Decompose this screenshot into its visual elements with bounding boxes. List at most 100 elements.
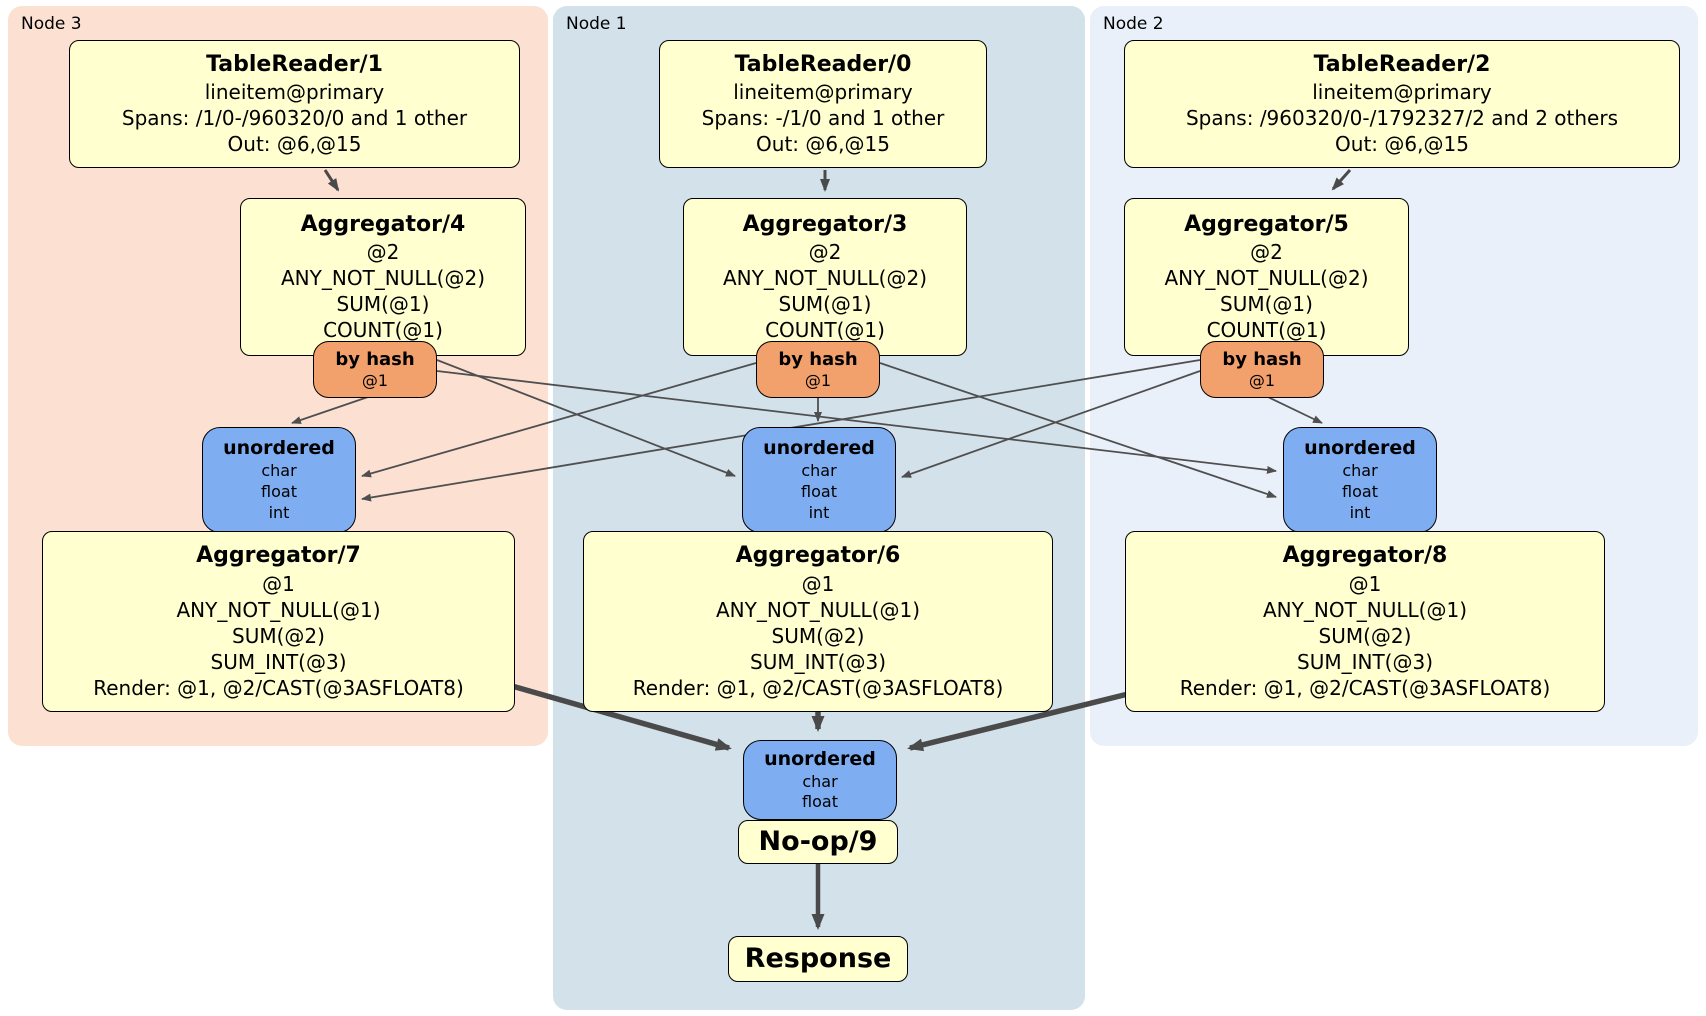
sync-col: char: [1342, 461, 1378, 481]
router-key: @1: [804, 370, 832, 390]
region-node-2-label: Node 2: [1103, 14, 1164, 34]
detail-line: Spans: -/1/0 and 1 other: [701, 106, 945, 131]
detail-line: SUM(@1): [778, 292, 872, 317]
detail-line: @1: [801, 571, 835, 596]
detail-line: lineitem@primary: [1312, 80, 1492, 105]
detail-line: Render: @1, @2/CAST(@3ASFLOAT8): [93, 675, 464, 700]
processor-title: No-op/9: [758, 825, 878, 857]
sync-title: unordered: [223, 437, 335, 460]
edge-tr2-agg5: [1331, 168, 1352, 191]
detail-line: ANY_NOT_NULL(@1): [1263, 597, 1467, 622]
processor-title: Aggregator/4: [300, 211, 466, 237]
sync-col: int: [1349, 502, 1371, 522]
sync-unordered-node1: unordered char float int: [742, 427, 896, 533]
edge-hash2-uno1: [901, 370, 1201, 478]
sync-col: char: [261, 461, 297, 481]
processor-aggregator-6: Aggregator/6 @1 ANY_NOT_NULL(@1) SUM(@2)…: [583, 531, 1053, 712]
router-by-hash-node3: by hash @1: [313, 341, 437, 398]
detail-line: ANY_NOT_NULL(@2): [1164, 266, 1369, 291]
sync-title: unordered: [763, 437, 875, 460]
processor-tablereader-2: TableReader/2 lineitem@primary Spans: /9…: [1124, 40, 1680, 168]
edge-agg7-unofinal: [511, 683, 732, 751]
detail-line: @2: [1250, 240, 1283, 265]
detail-line: Render: @1, @2/CAST(@3ASFLOAT8): [632, 675, 1004, 700]
detail-line: @2: [808, 240, 842, 265]
detail-line: Spans: /1/0-/960320/0 and 1 other: [121, 106, 468, 131]
detail-line: lineitem@primary: [733, 80, 913, 105]
processor-title: Response: [744, 942, 892, 974]
detail-line: lineitem@primary: [204, 80, 385, 105]
processor-title: Aggregator/8: [1282, 543, 1448, 569]
detail-line: COUNT(@1): [765, 318, 885, 343]
router-title: by hash: [1222, 349, 1302, 371]
processor-title: Aggregator/3: [742, 211, 908, 237]
detail-line: Spans: /960320/0-/1792327/2 and 2 others: [1185, 106, 1618, 131]
router-by-hash-node2: by hash @1: [1200, 341, 1324, 398]
processor-title: TableReader/1: [206, 51, 383, 77]
processor-tablereader-1: TableReader/1 lineitem@primary Spans: /1…: [69, 40, 520, 168]
sync-unordered-node3: unordered char float int: [202, 427, 356, 533]
edge-hash3-uno3: [291, 396, 369, 424]
detail-line: @1: [1348, 571, 1382, 596]
sync-col: float: [261, 481, 297, 501]
router-key: @1: [361, 370, 389, 390]
processor-aggregator-7: Aggregator/7 @1 ANY_NOT_NULL(@1) SUM(@2)…: [42, 531, 515, 712]
router-key: @1: [1248, 370, 1276, 390]
detail-line: SUM(@2): [771, 623, 865, 648]
processor-aggregator-5: Aggregator/5 @2 ANY_NOT_NULL(@2) SUM(@1)…: [1124, 198, 1409, 356]
sync-col: float: [802, 792, 838, 812]
processor-aggregator-3: Aggregator/3 @2 ANY_NOT_NULL(@2) SUM(@1)…: [683, 198, 967, 356]
detail-line: COUNT(@1): [323, 318, 443, 343]
sync-title: unordered: [1304, 437, 1416, 460]
edge-hash1-uno2: [879, 362, 1277, 498]
processor-title: Aggregator/6: [735, 543, 901, 569]
router-by-hash-node1: by hash @1: [756, 341, 880, 398]
detail-line: ANY_NOT_NULL(@2): [281, 266, 485, 291]
sync-col: float: [801, 481, 837, 501]
processor-tablereader-0: TableReader/0 lineitem@primary Spans: -/…: [659, 40, 987, 168]
processor-title: Aggregator/5: [1184, 211, 1349, 237]
detail-line: SUM_INT(@3): [750, 649, 886, 674]
processor-aggregator-8: Aggregator/8 @1 ANY_NOT_NULL(@1) SUM(@2)…: [1125, 531, 1605, 712]
sync-col: char: [801, 461, 837, 481]
detail-line: SUM_INT(@3): [1297, 649, 1433, 674]
sync-unordered-final: unordered char float: [743, 740, 897, 820]
edge-hash1-uno3: [361, 362, 757, 478]
detail-line: COUNT(@1): [1206, 318, 1327, 343]
sync-col: int: [808, 502, 830, 522]
processor-title: Aggregator/7: [196, 543, 361, 569]
region-node-1-label: Node 1: [566, 14, 627, 34]
detail-line: SUM(@1): [336, 292, 430, 317]
detail-line: Render: @1, @2/CAST(@3ASFLOAT8): [1179, 675, 1551, 700]
region-node-3-label: Node 3: [21, 14, 82, 34]
processor-title: TableReader/2: [1313, 51, 1491, 77]
detail-line: ANY_NOT_NULL(@1): [176, 597, 381, 622]
sync-unordered-node2: unordered char float int: [1283, 427, 1437, 533]
detail-line: ANY_NOT_NULL(@2): [723, 266, 927, 291]
edge-hash2-uno2: [1267, 396, 1323, 424]
sync-col: float: [1342, 481, 1378, 501]
processor-aggregator-4: Aggregator/4 @2 ANY_NOT_NULL(@2) SUM(@1)…: [240, 198, 526, 356]
sync-col: int: [268, 502, 290, 522]
edge-hash3-uno1: [436, 359, 736, 477]
detail-line: ANY_NOT_NULL(@1): [716, 597, 920, 622]
detail-line: SUM(@2): [232, 623, 325, 648]
detail-line: SUM_INT(@3): [210, 649, 347, 674]
edge-agg8-unofinal: [907, 691, 1129, 752]
edge-hash3-uno2: [436, 370, 1277, 474]
router-title: by hash: [335, 349, 415, 371]
detail-line: @1: [262, 571, 295, 596]
sync-col: char: [802, 771, 838, 791]
processor-title: TableReader/0: [734, 51, 912, 77]
detail-line: SUM(@2): [1318, 623, 1412, 648]
detail-line: Out: @6,@15: [756, 132, 890, 157]
detail-line: Out: @6,@15: [1335, 132, 1469, 157]
router-title: by hash: [778, 349, 858, 371]
detail-line: SUM(@1): [1220, 292, 1313, 317]
processor-response: Response: [728, 936, 908, 982]
detail-line: @2: [366, 240, 400, 265]
detail-line: Out: @6,@15: [227, 132, 362, 157]
sync-title: unordered: [764, 747, 876, 770]
